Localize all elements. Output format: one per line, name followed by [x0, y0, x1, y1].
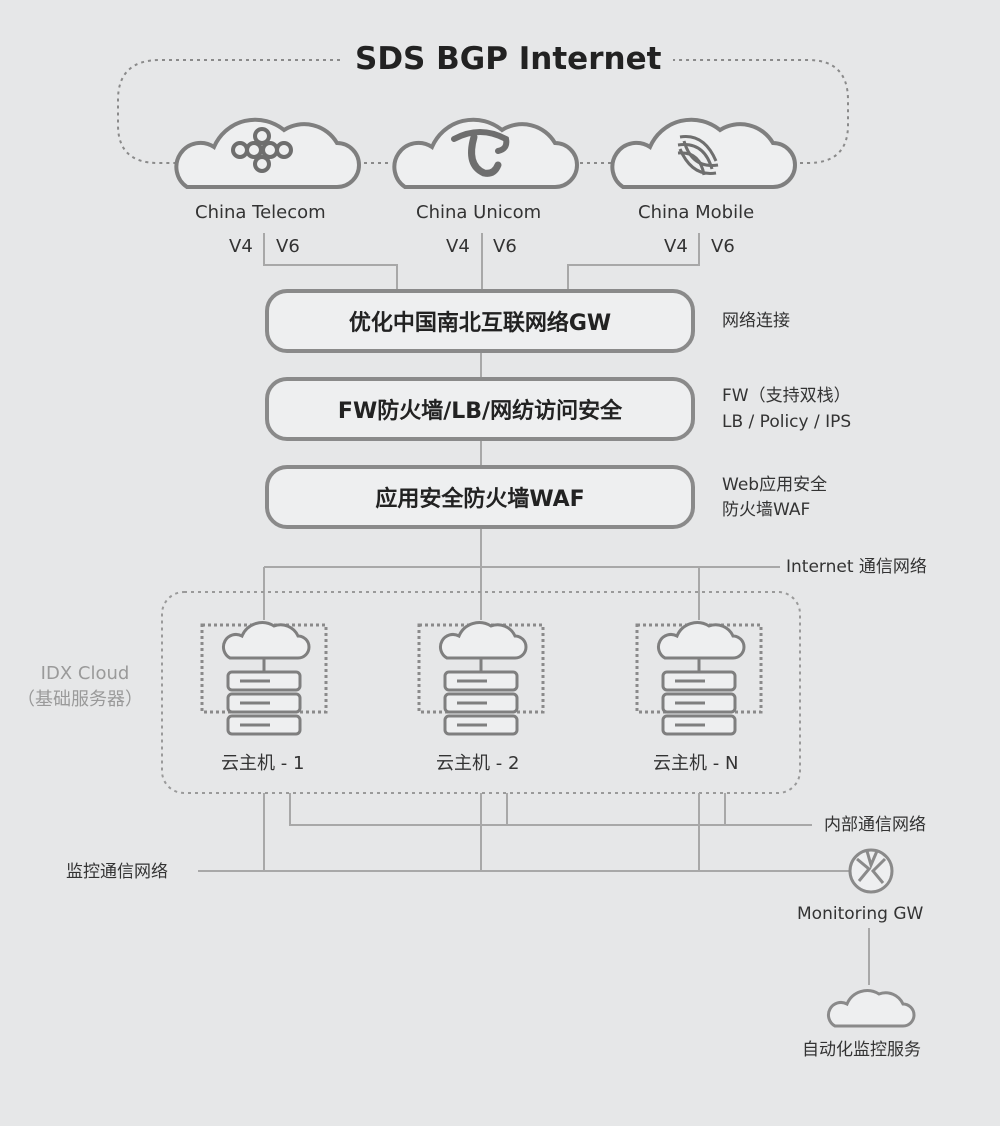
china-unicom-knot-icon: [231, 127, 293, 173]
carrier-cloud-unicom: [392, 117, 579, 190]
telecom-v4-label: V4: [229, 236, 253, 257]
internal-network-bus: [289, 793, 812, 826]
waf-layer-desc-2: 防火墙WAF: [722, 500, 811, 520]
idx-cloud-sublabel: （基础服务器）: [17, 689, 143, 710]
firewall-layer-desc-1: FW（支持双栈）: [722, 386, 851, 406]
monitoring-network-label: 监控通信网络: [62, 862, 172, 884]
monitoring-gw-icon: [848, 848, 894, 894]
internet-dotted-loop: [117, 59, 849, 164]
china-telecom-icon: [451, 129, 510, 177]
host-1-label: 云主机 - 1: [221, 753, 305, 774]
host-2-label: 云主机 - 2: [436, 753, 520, 774]
internet-network-label: Internet 通信网络: [782, 557, 931, 579]
waf-layer-label: 应用安全防火墙WAF: [375, 487, 585, 512]
carrier-cloud-telecom: [174, 117, 361, 190]
gw-layer-desc: 网络连接: [722, 311, 790, 331]
host-n-node: [635, 621, 763, 736]
carrier-connectors: [263, 233, 700, 290]
monitoring-network-bus: [198, 793, 870, 985]
idx-cloud-label: IDX Cloud: [40, 663, 130, 684]
idx-cloud-group: [161, 591, 801, 794]
mobile-v6-label: V6: [711, 236, 735, 257]
waf-layer-desc-1: Web应用安全: [722, 475, 828, 495]
automation-service-label: 自动化监控服务: [802, 1040, 921, 1060]
unicom-v6-label: V6: [493, 236, 517, 257]
host-2-node: [417, 621, 545, 736]
carrier-cloud-mobile: [610, 117, 797, 190]
firewall-layer-desc-2: LB / Policy / IPS: [722, 412, 852, 432]
automation-cloud-icon: [826, 989, 916, 1028]
gw-layer-box: 优化中国南北互联网络GW: [265, 289, 695, 353]
internal-network-label: 内部通信网络: [820, 815, 930, 837]
waf-layer-box: 应用安全防火墙WAF: [265, 465, 695, 529]
carrier-label-unicom: China Unicom: [416, 202, 542, 223]
carrier-label-mobile: China Mobile: [638, 202, 755, 223]
mobile-v4-label: V4: [664, 236, 688, 257]
host-1-node: [200, 621, 328, 736]
monitoring-gw-label: Monitoring GW: [797, 904, 924, 924]
internet-network-bus: [263, 566, 780, 620]
diagram-title: SDS BGP Internet: [343, 40, 674, 79]
china-mobile-icon: [677, 135, 719, 176]
telecom-v6-label: V6: [276, 236, 300, 257]
carrier-label-telecom: China Telecom: [195, 202, 326, 223]
firewall-layer-label: FW防火墙/LB/网纺访问安全: [337, 399, 623, 424]
host-n-label: 云主机 - N: [653, 753, 739, 774]
unicom-v4-label: V4: [446, 236, 470, 257]
gw-layer-label: 优化中国南北互联网络GW: [348, 311, 612, 336]
firewall-layer-box: FW防火墙/LB/网纺访问安全: [265, 377, 695, 441]
